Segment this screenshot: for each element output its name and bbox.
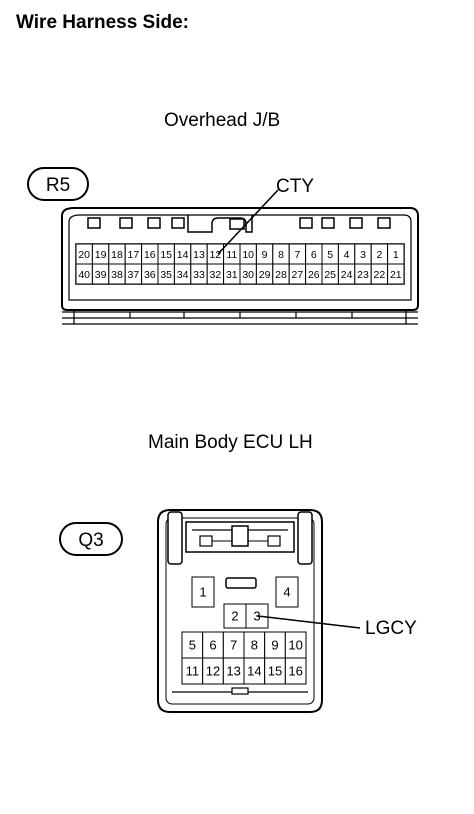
connector-q3-pin-label: 3 bbox=[253, 609, 260, 624]
connector-r5-pin-label: 3 bbox=[360, 249, 366, 261]
connector-r5-pin-label: 9 bbox=[262, 249, 268, 261]
connector-r5-tab bbox=[349, 217, 363, 229]
connector-r5-pin-label: 39 bbox=[95, 269, 107, 281]
connector-r5-pin-label: 23 bbox=[357, 269, 369, 281]
connector-r5-pin-label: 17 bbox=[128, 249, 140, 261]
connector-q3-latch-right bbox=[297, 511, 313, 565]
connector-r5-tab bbox=[147, 217, 161, 229]
connector-r5-pin-label: 34 bbox=[177, 269, 189, 281]
connector-r5-pin-label: 2 bbox=[376, 249, 382, 261]
connector-q3-inner-rim bbox=[165, 517, 315, 705]
connector-q3-lock-key bbox=[231, 525, 249, 547]
connector-r5-inner-rim bbox=[68, 214, 412, 301]
connector-r5-pin-label: 21 bbox=[390, 269, 402, 281]
connector-r5-tab bbox=[87, 217, 101, 229]
connector-r5-pin-label: 32 bbox=[210, 269, 222, 281]
connector-q3-pin-cell bbox=[275, 576, 299, 608]
connector-q3-pin-label: 10 bbox=[288, 638, 302, 653]
connector-r5-pin-label: 18 bbox=[111, 249, 123, 261]
connector-q3-pin-label: 12 bbox=[206, 664, 220, 679]
callout-cty-label: CTY bbox=[276, 176, 314, 197]
connector-r5-badge bbox=[27, 167, 89, 201]
connector-q3-pin-cell bbox=[245, 603, 269, 629]
connector-r5-pin-label: 15 bbox=[160, 249, 172, 261]
connector-r5-tab bbox=[321, 217, 335, 229]
connector-r5-pin-label: 36 bbox=[144, 269, 156, 281]
connector-r5-tab bbox=[119, 217, 133, 229]
callout-cty-leader bbox=[217, 189, 279, 255]
connector-q3-pin-label: 14 bbox=[247, 664, 261, 679]
connector-q3-pin-label: 9 bbox=[271, 638, 278, 653]
connector-r5-pin-label: 5 bbox=[327, 249, 333, 261]
connector-r5-id: R5 bbox=[46, 175, 70, 196]
connector-q3-pin-label: 11 bbox=[186, 664, 200, 679]
connector-r5-pin-label: 22 bbox=[374, 269, 386, 281]
connector-r5-rails bbox=[62, 310, 418, 325]
connector-r5-pin-label: 19 bbox=[95, 249, 107, 261]
connector-r5-tab bbox=[171, 217, 185, 229]
connector-r5-tab bbox=[377, 217, 391, 229]
connector-r5-pin-label: 25 bbox=[324, 269, 336, 281]
connector-q3-pin-label: 7 bbox=[230, 638, 237, 653]
connector-r5-tab bbox=[229, 218, 245, 230]
connector-r5-pin-label: 33 bbox=[193, 269, 205, 281]
connector-r5-pin-label: 24 bbox=[341, 269, 353, 281]
connector-q3-pin-cell bbox=[191, 576, 215, 608]
connector-r5-tab bbox=[299, 217, 313, 229]
connector-r5-pin-label: 30 bbox=[242, 269, 254, 281]
connector-q3-badge bbox=[59, 522, 123, 556]
connector-r5-pin-label: 35 bbox=[160, 269, 172, 281]
connector-r5-pin-label: 40 bbox=[78, 269, 90, 281]
connector-r5-pin-label: 10 bbox=[242, 249, 254, 261]
connector-q3-pin-label: 4 bbox=[283, 585, 290, 600]
connector-r5-pin-label: 1 bbox=[393, 249, 399, 261]
connector-q3-pin-label: 8 bbox=[251, 638, 258, 653]
connector-r5-pin-label: 4 bbox=[344, 249, 350, 261]
connector-r5-pin-label: 12 bbox=[210, 249, 222, 261]
callout-lgcy-leader bbox=[257, 615, 361, 629]
connector-r5-pin-label: 16 bbox=[144, 249, 156, 261]
connector-r5-pin-label: 11 bbox=[226, 249, 237, 261]
connector-q3-pin-cell bbox=[284, 657, 307, 685]
connector-r5-pin-label: 7 bbox=[294, 249, 300, 261]
connector-r5-pin-label: 14 bbox=[177, 249, 189, 261]
connector-r5-pin-label: 28 bbox=[275, 269, 287, 281]
connector-r5-pin-label: 37 bbox=[128, 269, 140, 281]
connector-q3-id: Q3 bbox=[78, 530, 103, 551]
connector-r5-pin-label: 29 bbox=[259, 269, 271, 281]
connector-q3-pin-label: 1 bbox=[199, 585, 206, 600]
connector-r5-pin-label: 26 bbox=[308, 269, 320, 281]
connector-q3-latch-left bbox=[167, 511, 183, 565]
callout-lgcy-label: LGCY bbox=[365, 618, 417, 639]
connector-r5-pin-label: 27 bbox=[292, 269, 304, 281]
connector-r5-pin-cell bbox=[387, 263, 405, 285]
connector-r5-name: Overhead J/B bbox=[164, 110, 281, 131]
connector-q3-pin-label: 16 bbox=[288, 664, 302, 679]
connector-r5-pin-label: 13 bbox=[193, 249, 205, 261]
connector-q3-pin-label: 6 bbox=[209, 638, 216, 653]
connector-r5-pin-label: 20 bbox=[78, 249, 90, 261]
connector-q3-pin-label: 2 bbox=[231, 609, 238, 624]
connector-r5-pin-label: 6 bbox=[311, 249, 317, 261]
connector-q3-pin-label: 13 bbox=[226, 664, 240, 679]
connector-q3-name: Main Body ECU LH bbox=[148, 432, 313, 453]
connector-r5-tabs bbox=[87, 217, 391, 229]
connector-q3-pin-label: 5 bbox=[189, 638, 196, 653]
connector-q3-key-slot bbox=[225, 577, 257, 589]
connector-q3-pin-label: 15 bbox=[268, 664, 282, 679]
connector-r5-pin-label: 8 bbox=[278, 249, 284, 261]
page-title: Wire Harness Side: bbox=[16, 12, 190, 33]
connector-r5-pin-label: 38 bbox=[111, 269, 123, 281]
connector-r5-pin-label: 31 bbox=[226, 269, 238, 281]
